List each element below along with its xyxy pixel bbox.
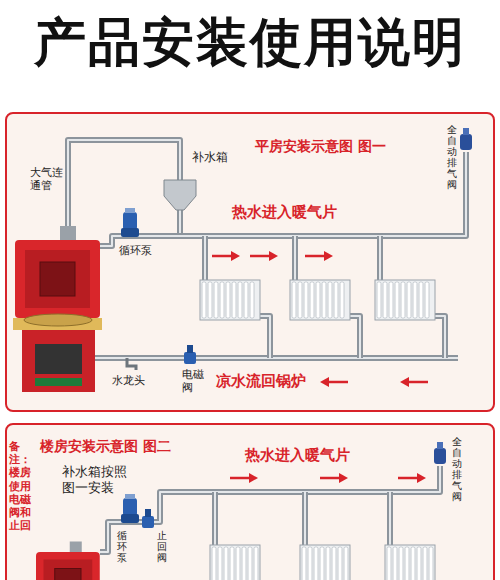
pipe: [302, 492, 308, 547]
pipe-highlight: [260, 316, 270, 358]
flow-arrow: [212, 251, 240, 261]
pipe: [100, 152, 466, 246]
flow-arrow: [398, 473, 426, 483]
page-title: 产品安装使用说明: [0, 8, 500, 78]
pipe: [387, 492, 393, 547]
part-label: 大气连通管: [30, 166, 63, 192]
air-vent-valve: [460, 128, 472, 150]
check-valve: [142, 509, 154, 528]
flow-arrow: [305, 251, 333, 261]
radiator: [385, 545, 435, 580]
pipe-highlight: [95, 357, 458, 359]
part-label: 全自动排气阀: [452, 436, 462, 502]
pipe: [100, 466, 440, 552]
part-label: 水龙头: [112, 374, 145, 387]
panel-ground: [6, 113, 494, 411]
panel-heading: 楼房安装示意图 图二: [40, 438, 171, 455]
air-vent-valve: [434, 442, 446, 464]
boiler: [13, 226, 102, 392]
pipe-highlight: [389, 492, 391, 547]
flow-arrow: [400, 377, 428, 387]
pipe-highlight: [100, 466, 440, 552]
pipe-highlight: [100, 152, 466, 246]
part-label: 补水箱: [192, 150, 228, 164]
remark-note: 备注：楼房使用电磁阀和止回: [9, 440, 31, 532]
solenoid-valve: [184, 345, 196, 364]
pipe-highlight: [294, 236, 296, 282]
boiler: [36, 542, 100, 580]
pipe: [260, 316, 270, 358]
flow-arrow: [320, 377, 348, 387]
flow-note: 凉水流回锅炉: [216, 372, 306, 390]
radiator: [200, 280, 260, 320]
pipe: [350, 316, 360, 358]
flow-note: 热水进入暖气片: [245, 446, 350, 464]
flow-arrow: [230, 473, 258, 483]
radiator: [290, 280, 350, 320]
pipe-highlight: [304, 492, 306, 547]
radiator: [300, 545, 350, 580]
flow-arrow: [250, 251, 278, 261]
pipe-highlight: [350, 316, 360, 358]
part-label: 止回阀: [157, 530, 167, 563]
water-tank: [164, 180, 196, 210]
pipe-highlight: [214, 492, 216, 547]
flow-arrow: [320, 473, 348, 483]
pipe: [212, 492, 218, 547]
pipe-highlight: [379, 236, 381, 282]
faucet: [127, 358, 136, 370]
circulation-pump: [121, 208, 139, 237]
pipe: [377, 236, 383, 282]
pipe: [292, 236, 298, 282]
pipe-highlight: [204, 236, 206, 282]
radiator: [375, 280, 435, 320]
panel-heading: 平房安装示意图 图一: [255, 138, 386, 155]
flow-note: 热水进入暖气片: [232, 203, 337, 221]
pipe: [435, 316, 445, 358]
pipe: [95, 355, 458, 361]
part-label: 电磁阀: [182, 368, 204, 394]
part-label: 循环泵: [117, 530, 127, 563]
part-label: 循环泵: [119, 244, 152, 257]
radiator: [210, 545, 260, 580]
diagram-panel: 平房安装示意图 图一: [5, 112, 495, 412]
circulation-pump: [121, 494, 139, 523]
pipe-highlight: [435, 316, 445, 358]
pipe: [202, 236, 208, 282]
part-label: 全自动排气阀: [447, 124, 457, 190]
install-note: 补水箱按照图一安装: [62, 464, 127, 495]
